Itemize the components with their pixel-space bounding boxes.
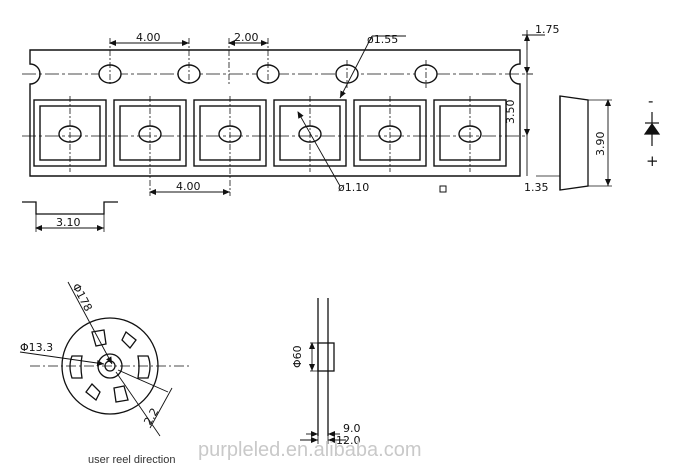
label-row-distance: 3.50 [504, 100, 517, 125]
pocket-marks [69, 96, 471, 196]
tape-outline [29, 49, 521, 177]
reel-window [69, 355, 83, 379]
label-tape-thickness: 1.35 [524, 181, 549, 194]
reel-window [113, 385, 129, 403]
label-half-pitch: 2.00 [234, 31, 259, 44]
sprocket-marks [109, 38, 427, 88]
watermark: purpleled.en.alibaba.com [198, 439, 422, 461]
label-reel-outer-diameter: Φ178 [69, 281, 94, 313]
label-pocket-hole: ø1.10 [338, 181, 369, 194]
reel-window [121, 330, 137, 349]
label-reel-hub-diameter: Φ13.3 [20, 341, 53, 354]
reel-front-view [19, 281, 190, 437]
label-pocket-pitch: 4.00 [176, 180, 201, 193]
dim-pocket-hole [297, 111, 341, 187]
label-sprocket-diameter: ø1.55 [367, 33, 398, 46]
dim-sprocket-diameter [339, 35, 406, 99]
label-sprocket-pitch: 4.00 [136, 31, 161, 44]
label-pocket-width: 3.10 [56, 216, 81, 229]
label-side-width-inner: 9.0 [343, 422, 361, 435]
minus-sign: - [648, 92, 653, 110]
reel-caption: user reel direction [88, 454, 175, 466]
plus-sign: + [646, 152, 659, 170]
label-tape-height: 3.90 [594, 132, 607, 157]
reel-window [85, 383, 101, 402]
label-edge-offset: 1.75 [535, 23, 560, 36]
label-side-width-outer: 12.0 [336, 434, 361, 447]
label-reel-slot: 2.2 [141, 406, 161, 428]
reel-side-view [300, 298, 346, 444]
reel-window [91, 329, 107, 347]
reel-window [137, 355, 151, 379]
diode-icon [643, 112, 661, 146]
pockets [33, 99, 507, 167]
dim-edge-offset [522, 30, 545, 176]
square-mark [439, 185, 447, 193]
pocket-width-detail [22, 201, 118, 232]
tape-cross-section [536, 95, 612, 191]
label-side-hub-diameter: Φ60 [291, 345, 304, 368]
